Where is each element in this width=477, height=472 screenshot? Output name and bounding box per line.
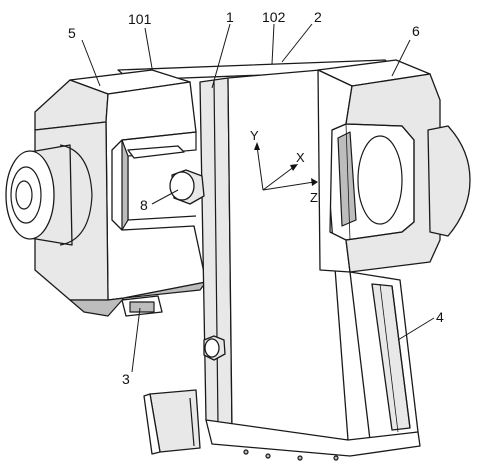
right-stub xyxy=(357,125,471,237)
axis-label-y: Y xyxy=(250,128,259,143)
leader-lines xyxy=(81,23,435,373)
label-8: 8 xyxy=(140,197,148,213)
bolt-8 xyxy=(169,169,205,205)
coordinate-axes xyxy=(254,142,318,191)
rail-4 xyxy=(349,271,419,441)
part-3-block xyxy=(121,295,163,317)
label-101: 101 xyxy=(128,11,152,27)
right-bracket xyxy=(317,59,441,273)
bottom-base xyxy=(143,389,421,461)
label-6: 6 xyxy=(412,23,420,39)
label-102: 102 xyxy=(262,9,286,25)
label-5: 5 xyxy=(68,25,76,41)
axis-label-x: X xyxy=(296,150,305,165)
label-4: 4 xyxy=(436,309,444,325)
label-1: 1 xyxy=(226,9,234,25)
left-stub xyxy=(5,144,93,246)
lower-bolt xyxy=(203,335,226,361)
label-2: 2 xyxy=(314,9,322,25)
axis-label-z: Z xyxy=(310,190,318,205)
label-3: 3 xyxy=(122,371,130,387)
